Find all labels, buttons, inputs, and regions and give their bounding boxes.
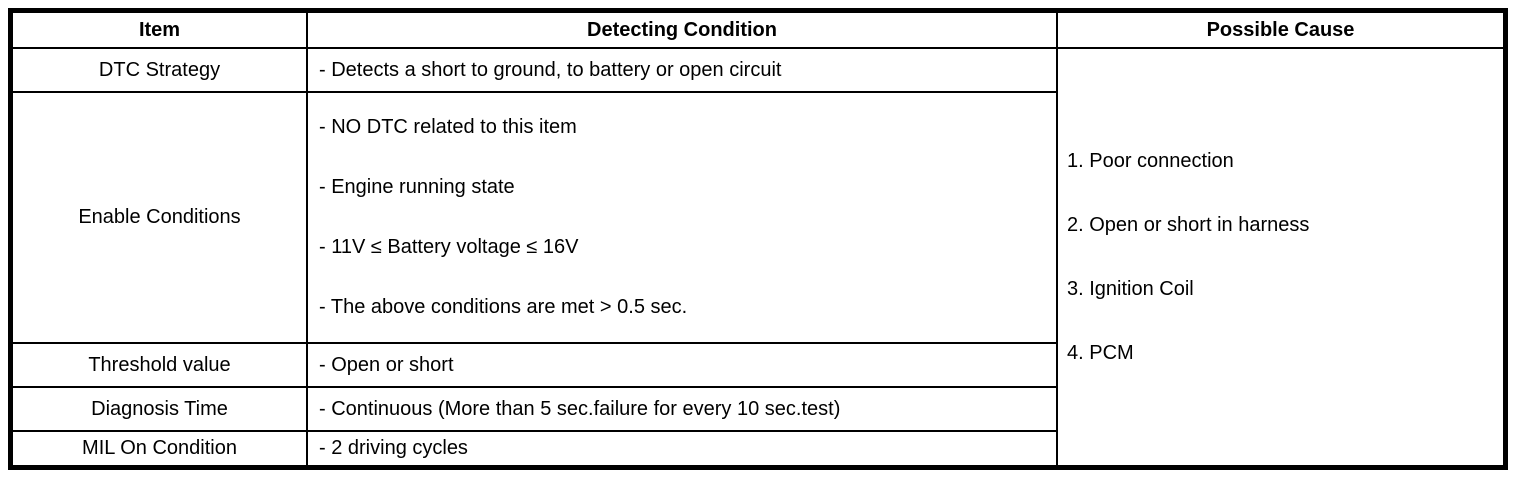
condition-cell-diagnosis-time: - Continuous (More than 5 sec.failure fo… [308, 388, 1058, 432]
header-item: Item [13, 13, 308, 49]
possible-cause-item: 1. Poor connection [1067, 150, 1234, 172]
possible-cause-item: 3. Ignition Coil [1067, 278, 1194, 300]
item-cell-mil-on-condition: MIL On Condition [13, 432, 308, 465]
condition-line: - Detects a short to ground, to battery … [319, 58, 782, 81]
condition-line: - Engine running state [319, 175, 515, 198]
dtc-detecting-condition-table: Item Detecting Condition Possible Cause … [8, 8, 1508, 470]
condition-cell-threshold-value: - Open or short [308, 344, 1058, 388]
condition-line: - NO DTC related to this item [319, 115, 577, 138]
condition-line: - Open or short [319, 353, 454, 376]
condition-line: - The above conditions are met > 0.5 sec… [319, 296, 688, 319]
condition-cell-dtc-strategy: - Detects a short to ground, to battery … [308, 49, 1058, 93]
condition-cell-mil-on-condition: - 2 driving cycles [308, 432, 1058, 465]
condition-line: - Continuous (More than 5 sec.failure fo… [319, 397, 841, 420]
item-cell-diagnosis-time: Diagnosis Time [13, 388, 308, 432]
condition-line: - 2 driving cycles [319, 437, 468, 459]
possible-cause-cell: 1. Poor connection 2. Open or short in h… [1058, 49, 1503, 465]
possible-cause-item: 4. PCM [1067, 342, 1134, 364]
item-cell-enable-conditions: Enable Conditions [13, 93, 308, 344]
condition-line: - 11V ≤ Battery voltage ≤ 16V [319, 236, 579, 259]
item-cell-threshold-value: Threshold value [13, 344, 308, 388]
condition-cell-enable-conditions: - NO DTC related to this item - Engine r… [308, 93, 1058, 344]
item-cell-dtc-strategy: DTC Strategy [13, 49, 308, 93]
possible-cause-item: 2. Open or short in harness [1067, 214, 1310, 236]
header-possible-cause: Possible Cause [1058, 13, 1503, 49]
header-detecting-condition: Detecting Condition [308, 13, 1058, 49]
